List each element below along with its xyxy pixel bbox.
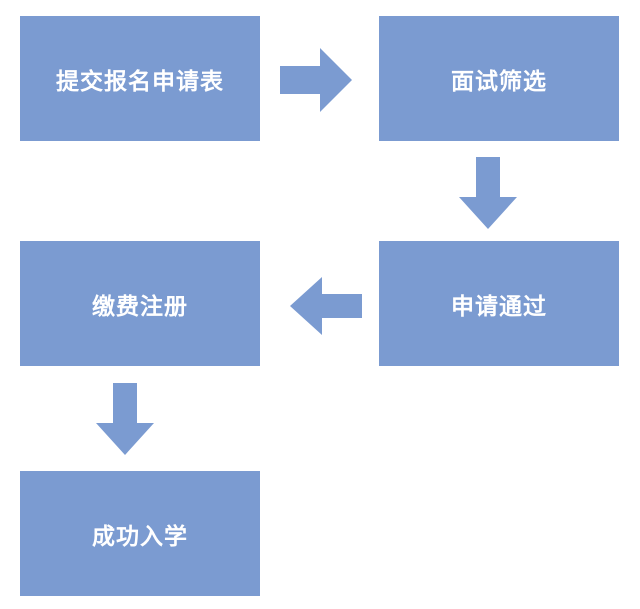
arrow-right-icon [280, 48, 352, 112]
step-label: 提交报名申请表 [56, 68, 224, 95]
arrow-down-icon [96, 383, 154, 455]
step-submit-application: 提交报名申请表 [20, 16, 260, 141]
step-interview-screening: 面试筛选 [379, 16, 619, 141]
step-label: 缴费注册 [92, 293, 188, 320]
step-payment-registration: 缴费注册 [20, 241, 260, 366]
step-label: 申请通过 [451, 293, 547, 320]
step-label: 面试筛选 [451, 68, 547, 95]
arrow-down-icon [459, 157, 517, 229]
arrow-left-icon [290, 277, 362, 335]
step-label: 成功入学 [92, 523, 188, 550]
step-successful-enrollment: 成功入学 [20, 471, 260, 596]
step-application-approved: 申请通过 [379, 241, 619, 366]
